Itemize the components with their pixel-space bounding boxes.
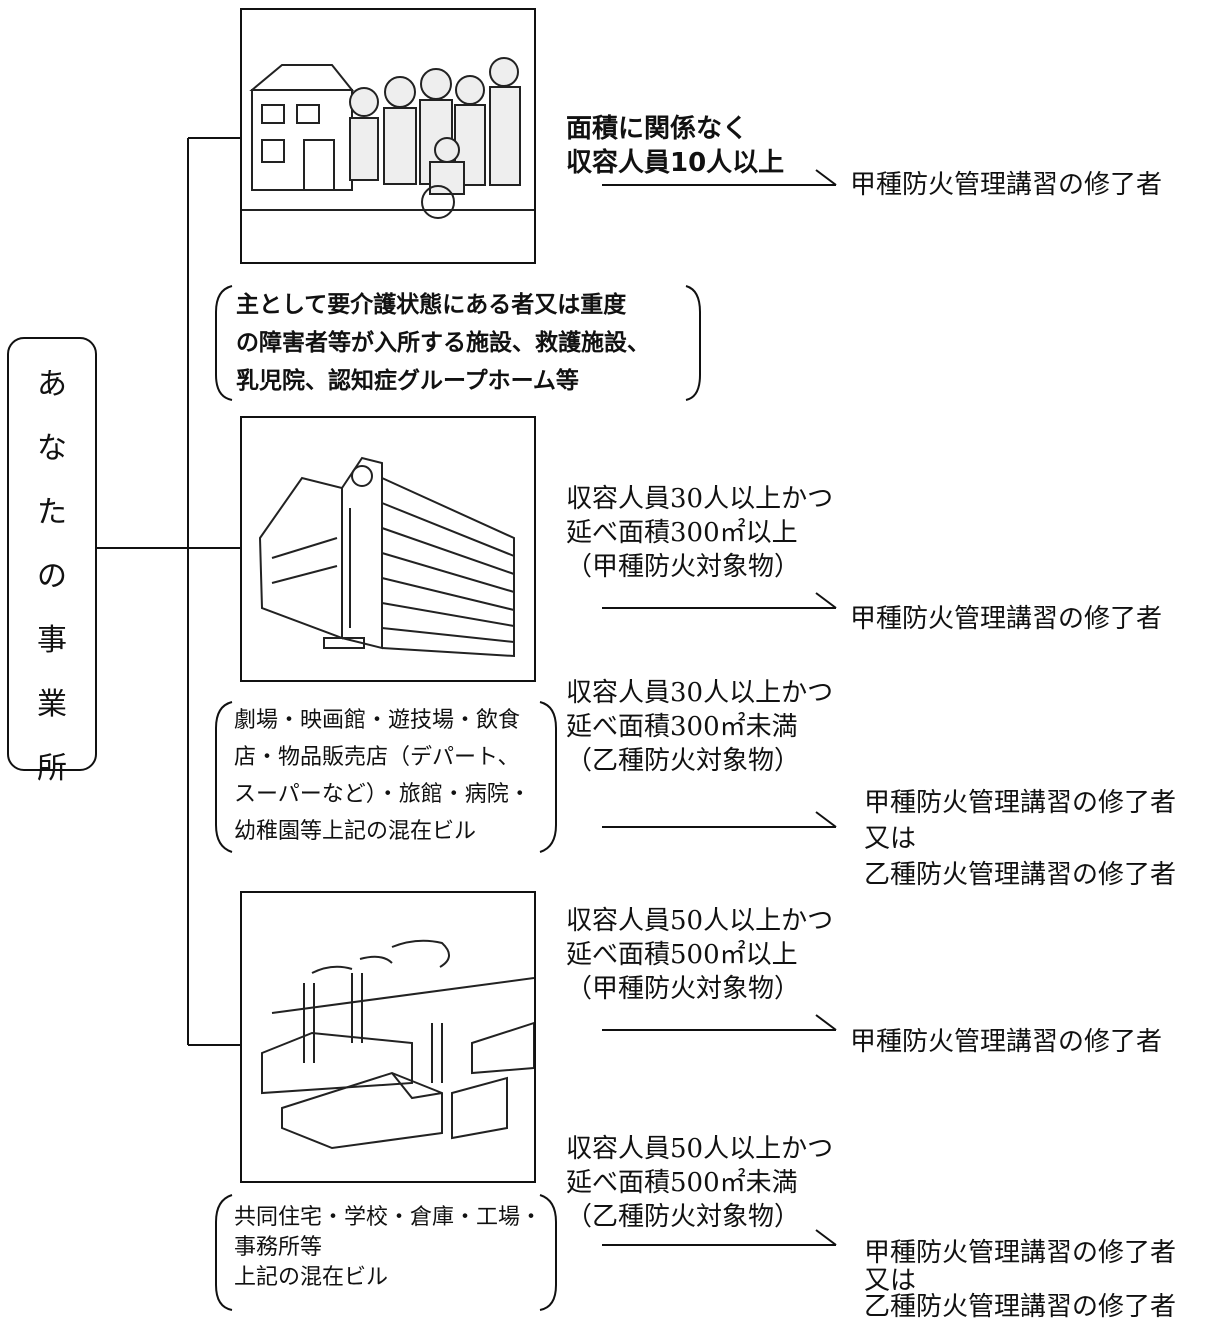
result-4: 甲種防火管理講習の修了者 <box>850 1027 1163 1057</box>
title-char: た <box>37 495 67 530</box>
condition-1: 面積に関係なく 収容人員10人以上 <box>566 114 785 178</box>
result-3-or: 又は <box>864 824 917 854</box>
department-store-building-illustration <box>258 456 515 658</box>
condition-2: 収容人員30人以上かつ 延べ面積300㎡以上 （甲種防火対象物） <box>566 484 834 582</box>
category-2: 劇場・映画館・遊技場・飲食 店・物品販売店（デパート、 スーパーなど）・旅館・病… <box>234 708 531 844</box>
category-3: 共同住宅・学校・倉庫・工場・ 事務所等 上記の混在ビル <box>234 1205 543 1290</box>
condition-5: 収容人員50人以上かつ 延べ面積500㎡未満 （乙種防火対象物） <box>566 1134 834 1232</box>
bracket-right-3 <box>539 1194 557 1311</box>
condition-4: 収容人員50人以上かつ 延べ面積500㎡以上 （甲種防火対象物） <box>566 906 834 1004</box>
category-1: 主として要介護状態にある者又は重度 の障害者等が入所する施設、救護施設、 乳児院… <box>236 292 650 394</box>
factory-illustration <box>261 939 534 1150</box>
result-5a: 甲種防火管理講習の修了者 <box>864 1238 1177 1268</box>
title-char: な <box>37 431 67 466</box>
picture-factory <box>240 891 536 1183</box>
bracket-left-1 <box>215 285 233 401</box>
bracket-left-2b <box>539 701 557 853</box>
picture-department-store <box>240 416 536 682</box>
title-char: の <box>37 559 67 594</box>
title-char: あ <box>37 367 67 402</box>
result-2: 甲種防火管理講習の修了者 <box>850 604 1163 634</box>
title-char: 業 <box>37 687 67 722</box>
result-3a: 甲種防火管理講習の修了者 <box>864 788 1177 818</box>
title-vertical: あ な た の 事 業 所 <box>8 353 96 801</box>
title-box <box>7 337 97 771</box>
title-char: 事 <box>37 623 67 658</box>
title-char: 所 <box>37 751 67 786</box>
result-3b: 乙種防火管理講習の修了者 <box>864 860 1177 890</box>
bracket-right-1 <box>685 285 701 401</box>
result-1: 甲種防火管理講習の修了者 <box>850 170 1163 200</box>
bracket-left-3 <box>215 1194 233 1311</box>
result-5-or: 又は <box>864 1266 917 1296</box>
elderly-care-facility-illustration <box>242 57 534 219</box>
bracket-left-2 <box>215 701 233 853</box>
picture-elderly-care <box>240 8 536 264</box>
result-5b: 乙種防火管理講習の修了者 <box>864 1292 1177 1322</box>
condition-3: 収容人員30人以上かつ 延べ面積300㎡未満 （乙種防火対象物） <box>566 678 834 776</box>
